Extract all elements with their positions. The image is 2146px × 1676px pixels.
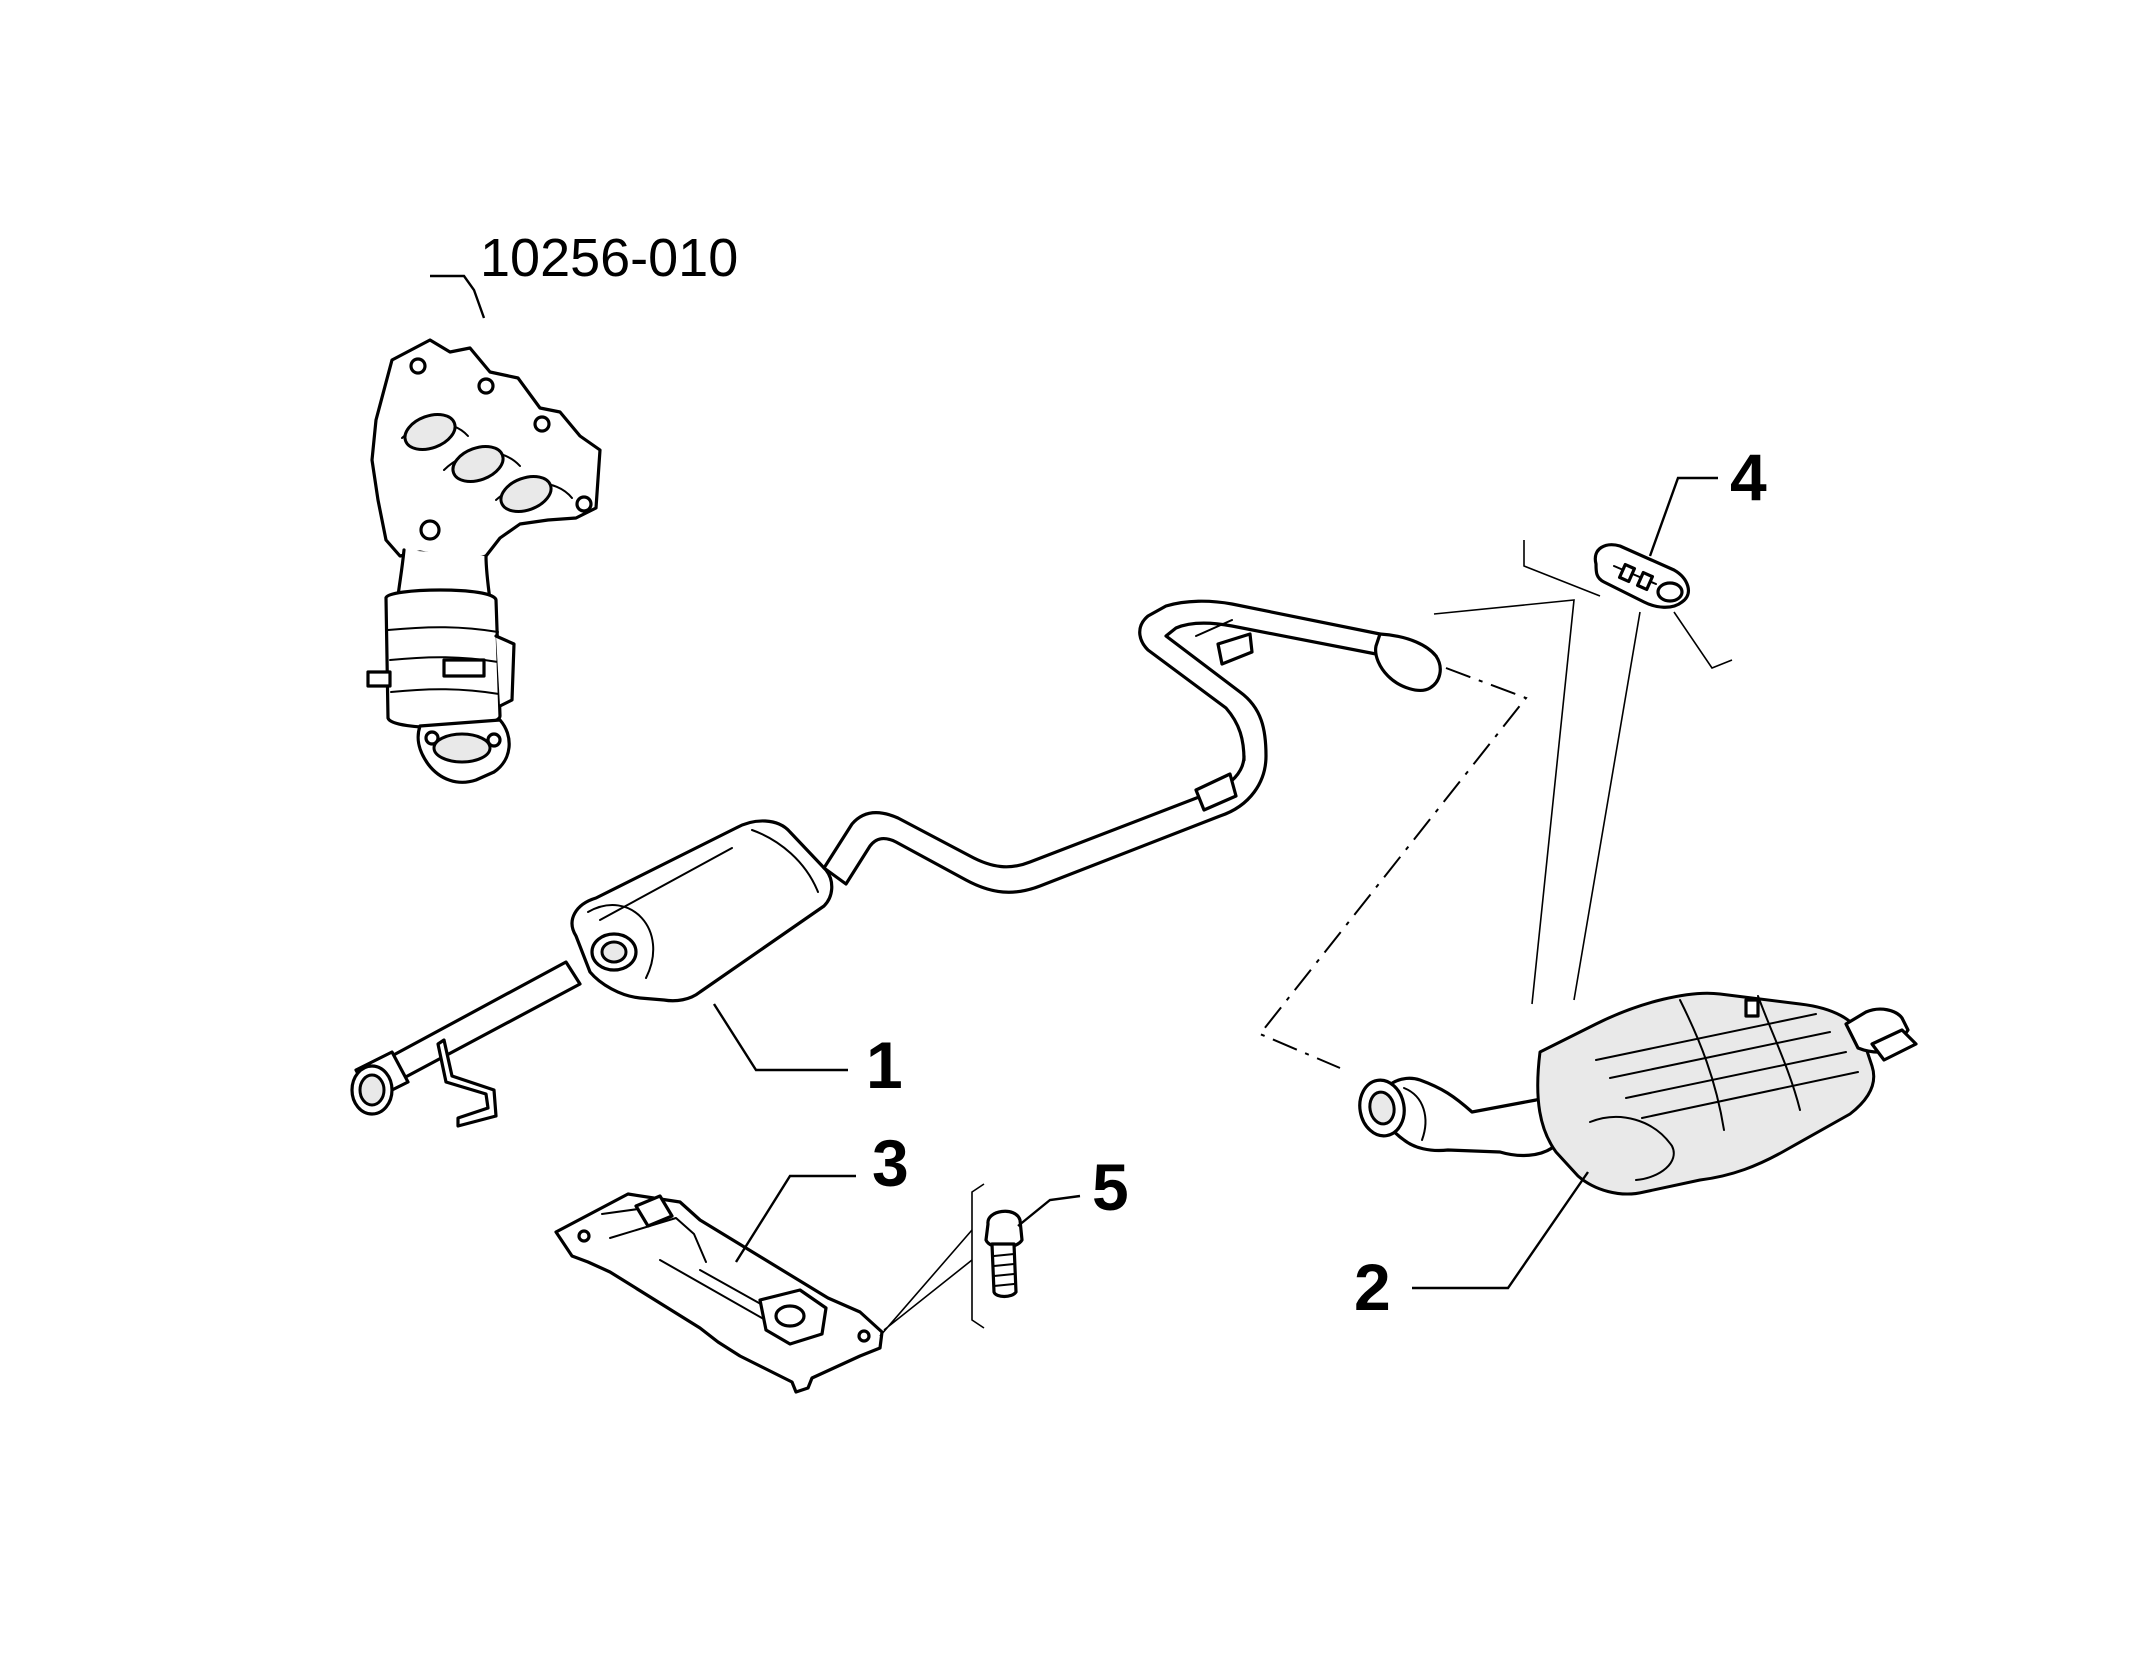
front-pipe-with-silencer [350, 599, 1442, 1128]
bolt [984, 1209, 1024, 1299]
callout-3: 3 [872, 1126, 909, 1200]
rubber-mount [1593, 543, 1691, 609]
exhaust-manifold-catalyst [366, 338, 602, 784]
callout-10256-010: 10256-010 [480, 228, 738, 288]
rear-silencer [1358, 991, 1918, 1196]
mounting-bracket [554, 1192, 884, 1394]
callout-2: 2 [1354, 1250, 1391, 1324]
callout-5: 5 [1092, 1150, 1129, 1224]
dashed-connection-pipe [1258, 667, 1528, 1069]
callout-1: 1 [866, 1028, 903, 1102]
callout-4: 4 [1730, 440, 1767, 514]
